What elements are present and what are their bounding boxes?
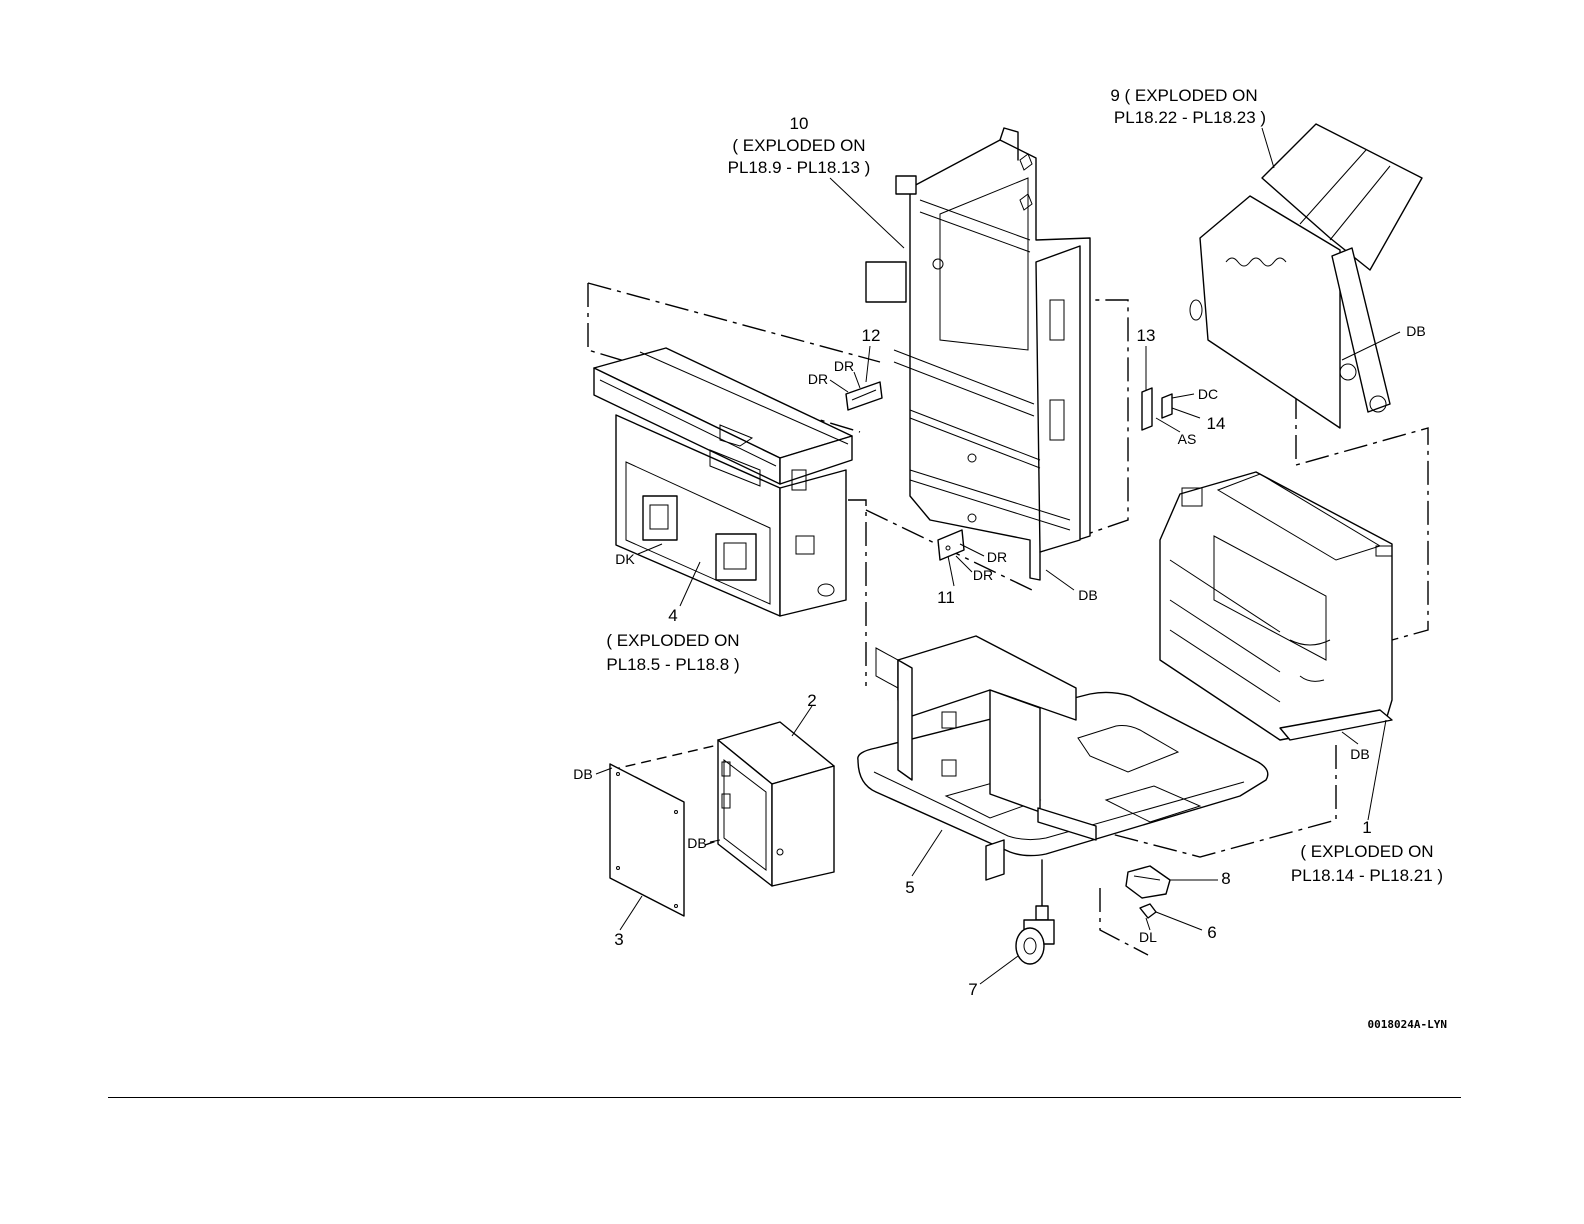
fastener-dc-label: DC xyxy=(1198,386,1218,402)
fastener-dr-label: DR xyxy=(808,371,828,387)
part-4-module xyxy=(594,348,852,616)
callout-4-line1: ( EXPLODED ON xyxy=(606,631,739,650)
callout-10-number: 10 xyxy=(790,114,809,133)
callout-5: 5 xyxy=(905,878,914,897)
part-8-foot xyxy=(1126,866,1170,898)
fastener-dr-label: DR xyxy=(834,358,854,374)
callout-12: 12 xyxy=(862,326,881,345)
part-7-caster xyxy=(1016,860,1054,964)
callout-11: 11 xyxy=(937,588,955,607)
callout-1-number: 1 xyxy=(1362,818,1371,837)
part-10-frame xyxy=(866,128,1090,580)
fastener-db-label: DB xyxy=(687,835,706,851)
callout-9-line1: 9 ( EXPLODED ON xyxy=(1110,86,1257,105)
callout-4-line2: PL18.5 - PL18.8 ) xyxy=(606,655,739,674)
part-3-cover xyxy=(610,764,684,916)
fastener-as-label: AS xyxy=(1178,431,1197,447)
fastener-db-label: DB xyxy=(1078,587,1097,603)
callout-10-line2: PL18.9 - PL18.13 ) xyxy=(728,158,871,177)
part-12-bracket xyxy=(846,382,882,410)
fastener-db-label: DB xyxy=(1406,323,1425,339)
callout-14: 14 xyxy=(1207,414,1226,433)
part-13-14-brackets xyxy=(1142,388,1172,430)
callout-2: 2 xyxy=(807,691,816,710)
callout-4: 4 ( EXPLODED ON PL18.5 - PL18.8 ) xyxy=(606,606,739,674)
part-6-nut xyxy=(1140,904,1156,918)
callout-1-line1: ( EXPLODED ON xyxy=(1300,842,1433,861)
callout-8: 8 xyxy=(1221,869,1230,888)
fastener-db-label: DB xyxy=(573,766,592,782)
part-2-box xyxy=(718,722,834,886)
callout-9-line2: PL18.22 - PL18.23 ) xyxy=(1114,108,1266,127)
callout-3: 3 xyxy=(614,930,623,949)
callout-4-number: 4 xyxy=(668,606,677,625)
fastener-db-label: DB xyxy=(1350,746,1369,762)
callout-13: 13 xyxy=(1137,326,1156,345)
callout-1-line2: PL18.14 - PL18.21 ) xyxy=(1291,866,1443,885)
callout-7: 7 xyxy=(968,980,977,999)
callout-10-line1: ( EXPLODED ON xyxy=(732,136,865,155)
part-9-module xyxy=(1190,124,1422,428)
fastener-dk-label: DK xyxy=(615,551,635,567)
fastener-dl-label: DL xyxy=(1139,929,1157,945)
fastener-dr-label: DR xyxy=(973,567,993,583)
part-11-bracket xyxy=(938,530,964,560)
fastener-dr-label: DR xyxy=(987,549,1007,565)
footer-rule xyxy=(108,1097,1461,1098)
part-1-module xyxy=(1160,472,1392,740)
figure-code: 0018024A-LYN xyxy=(1368,1018,1447,1031)
callout-9: 9 ( EXPLODED ON PL18.22 - PL18.23 ) xyxy=(1110,86,1266,127)
callout-10: 10 ( EXPLODED ON PL18.9 - PL18.13 ) xyxy=(728,114,871,177)
callout-1: 1 ( EXPLODED ON PL18.14 - PL18.21 ) xyxy=(1291,818,1443,885)
callout-6: 6 xyxy=(1207,923,1216,942)
